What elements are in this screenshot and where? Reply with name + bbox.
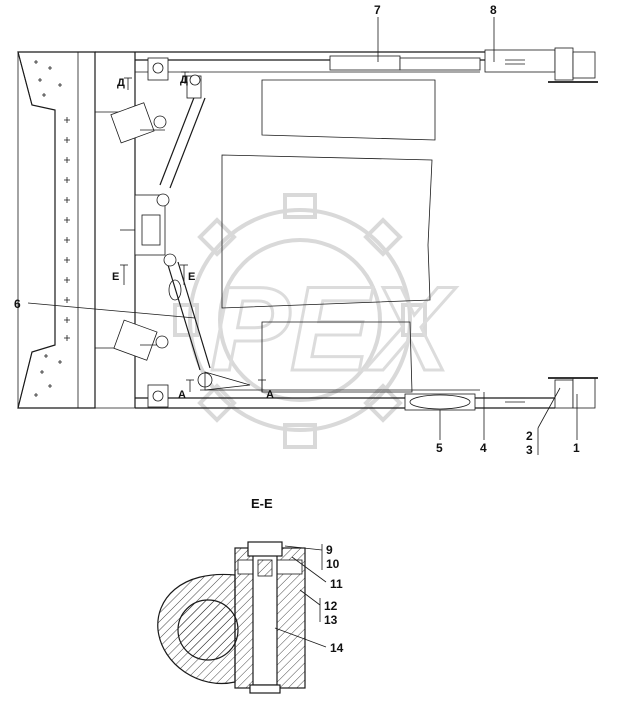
watermark-text: PEX: [210, 262, 457, 396]
main-callouts: 7 8 6 5 4 2 3 1: [14, 3, 580, 457]
callout-3: 3: [526, 443, 533, 457]
callout-2: 2: [526, 429, 533, 443]
section-mark-a-right: A: [266, 389, 274, 401]
callout-8: 8: [490, 3, 497, 17]
section-view-title: E-E: [251, 496, 273, 511]
callout-4: 4: [480, 441, 487, 455]
watermark: PEX: [173, 193, 459, 449]
section-mark-e-left: E: [112, 271, 119, 283]
callout-12: 12: [324, 599, 338, 613]
section-mark-a-left: A: [178, 389, 186, 401]
blade: [17, 51, 136, 409]
callout-14: 14: [330, 641, 344, 655]
section-markers: Д Д E E A A: [112, 71, 274, 401]
callout-9: 9: [326, 543, 333, 557]
upper-brace: [110, 74, 206, 207]
callout-5: 5: [436, 441, 443, 455]
section-mark-d-left: Д: [117, 77, 125, 89]
section-view-e-e: E-E 9 10 11 12 13: [157, 496, 344, 694]
center-frame: [120, 194, 166, 256]
callout-10: 10: [326, 557, 340, 571]
blade-rivet-marks: [34, 60, 70, 397]
section-mark-e-right: E: [188, 271, 195, 283]
main-plan-view: Д Д E E A A 7 8 6 5: [14, 3, 598, 457]
callout-7: 7: [374, 3, 381, 17]
tractor-body-outline: [221, 79, 436, 393]
lower-brace: [113, 253, 251, 391]
callout-11: 11: [330, 577, 343, 591]
callout-1: 1: [573, 441, 580, 455]
callout-13: 13: [324, 613, 338, 627]
callout-6: 6: [14, 297, 21, 311]
trunnion-brackets: [147, 57, 169, 408]
section-callouts: 9 10 11 12 13 14: [274, 543, 344, 655]
push-beam-top: [95, 47, 598, 83]
section-mark-d-right: Д: [180, 74, 188, 86]
